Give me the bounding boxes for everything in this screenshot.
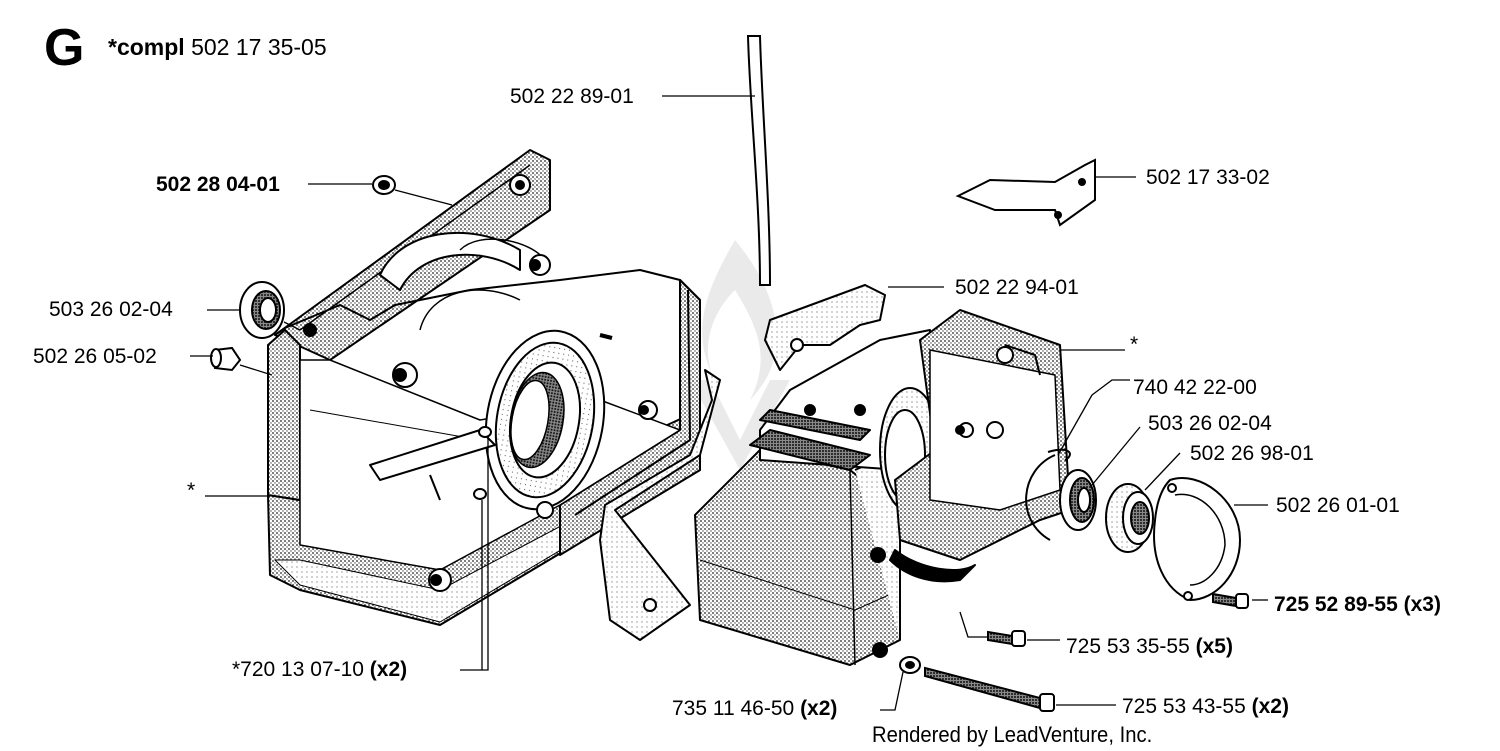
callout-asterisk-right: * (1130, 333, 1139, 356)
compl-prefix: *compl (108, 34, 185, 60)
bearing-part (1105, 483, 1154, 553)
right-crankcase (599, 284, 1071, 666)
compl-number: 502 17 35-05 (191, 34, 327, 60)
callout-seal-left: 503 26 02-04 (49, 298, 173, 321)
callout-pin-number: *720 13 07-10 (232, 658, 364, 681)
left-crankcase (267, 149, 701, 626)
callout-screw-cover: 725 52 89-55 (x3) (1274, 594, 1441, 615)
callout-hose: 502 22 89-01 (510, 85, 634, 108)
callout-bearing: 502 26 98-01 (1190, 442, 1314, 465)
callout-washer-number: 735 11 46-50 (672, 697, 795, 720)
washer-part (899, 656, 921, 674)
section-letter: G (44, 19, 85, 77)
cover-screw-part (1212, 592, 1249, 609)
callout-cover: 502 26 01-01 (1276, 494, 1400, 517)
callout-bracket: 502 17 33-02 (1146, 166, 1270, 189)
bracket-part (955, 158, 1096, 227)
pin-part (473, 426, 492, 500)
plug-part (372, 175, 396, 195)
callout-gasket: 502 22 94-01 (955, 276, 1079, 299)
complete-assembly-label: *compl 502 17 35-05 (108, 36, 327, 59)
callout-pin-qty: (x2) (369, 658, 408, 681)
callout-washer: 735 11 46-50 (x2) (672, 698, 837, 719)
callout-bushing: 502 26 05-02 (33, 345, 157, 368)
callout-screw-mid-qty: (x5) (1195, 635, 1233, 658)
callout-long-screw-number: 725 53 43-55 (1122, 695, 1246, 718)
callout-long-screw: 725 53 43-55 (x2) (1122, 696, 1289, 717)
callout-long-screw-qty: (x2) (1251, 695, 1289, 718)
callout-screw-cover-qty: (x3) (1403, 593, 1441, 616)
callout-screw-cover-number: 725 52 89-55 (1274, 593, 1398, 616)
bushing-part (210, 346, 242, 372)
callout-pin: *720 13 07-10 (x2) (232, 659, 407, 680)
long-screw-part (924, 666, 1055, 712)
hose-part (746, 35, 772, 286)
left-seal-part (239, 281, 285, 339)
callout-screw-mid-number: 725 53 35-55 (1066, 635, 1190, 658)
render-credit: Rendered by LeadVenture, Inc. (872, 722, 1153, 747)
callout-asterisk-left: * (187, 479, 196, 502)
leader-lines (190, 95, 1268, 711)
cover-part (1153, 477, 1242, 602)
callout-plug: 502 28 04-01 (156, 173, 280, 196)
right-seal-part (1059, 469, 1097, 531)
callout-washer-qty: (x2) (800, 697, 838, 720)
callout-screw-mid: 725 53 35-55 (x5) (1066, 636, 1233, 657)
callout-seal-right: 503 26 02-04 (1148, 412, 1272, 435)
callout-circlip: 740 42 22-00 (1133, 376, 1257, 399)
mid-screw-part (987, 630, 1026, 647)
circlip-part (1025, 448, 1071, 541)
